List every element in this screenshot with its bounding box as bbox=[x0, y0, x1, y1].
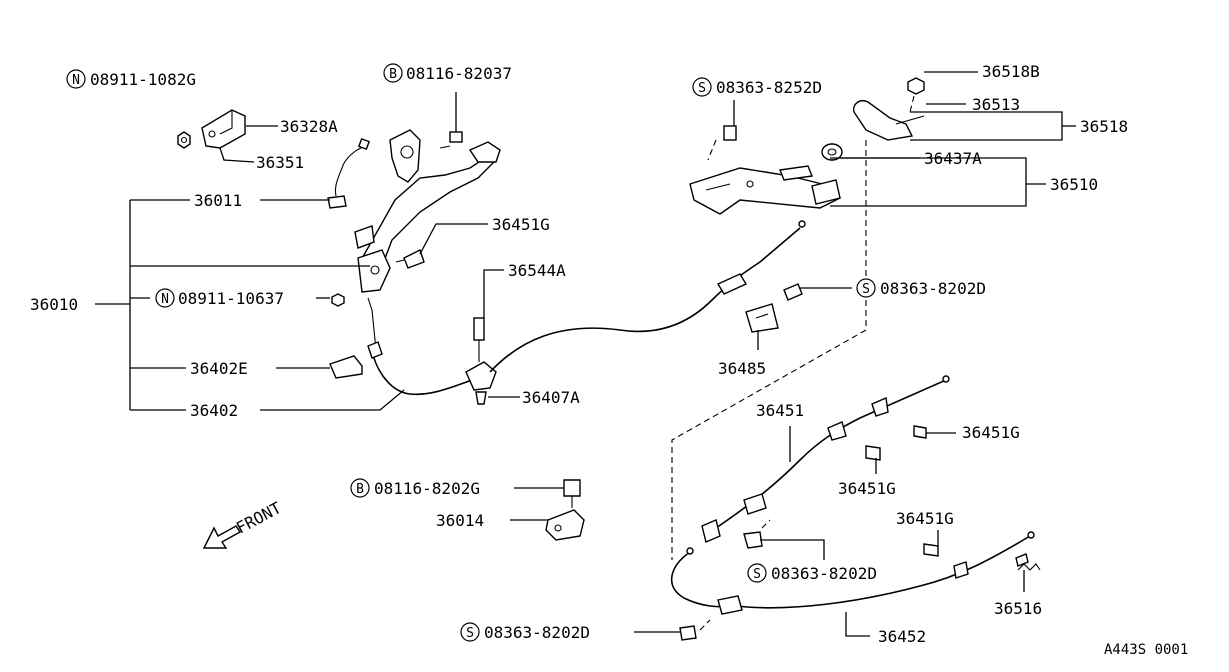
part-label-36516[interactable]: 36516 bbox=[994, 599, 1042, 618]
part-label-36014[interactable]: 36014 bbox=[436, 511, 484, 530]
part-label-36407a[interactable]: 36407A bbox=[522, 388, 580, 407]
bolt-36451g-middle-drawing bbox=[865, 445, 881, 461]
spring-36516-drawing bbox=[1015, 553, 1041, 571]
part-label-s-08363-8202d-upper[interactable]: S 08363-8202D bbox=[856, 278, 986, 298]
part-label-n-08911-10637[interactable]: N 08911-10637 bbox=[155, 288, 284, 308]
nut-10637-drawing bbox=[331, 293, 345, 307]
part-label-36518[interactable]: 36518 bbox=[1080, 117, 1128, 136]
part-label-36485[interactable]: 36485 bbox=[718, 359, 766, 378]
nut-prefix-circle bbox=[155, 288, 175, 308]
part-label-s-08363-8202d-middle[interactable]: S 08363-8202D bbox=[747, 563, 877, 583]
bolt-36451g-right-drawing bbox=[913, 425, 927, 439]
part-number: 08116-8202G bbox=[374, 479, 480, 498]
screw-prefix-circle bbox=[747, 563, 767, 583]
part-label-36513[interactable]: 36513 bbox=[972, 95, 1020, 114]
part-number: 08363-8202D bbox=[484, 623, 590, 642]
part-label-36451g-lower[interactable]: 36451G bbox=[896, 509, 954, 528]
part-number: 08363-8202D bbox=[771, 564, 877, 583]
screw-prefix-circle bbox=[692, 77, 712, 97]
screw-prefix-circle bbox=[460, 622, 480, 642]
part-number: 08116-82037 bbox=[406, 64, 512, 83]
assembly-36510-drawing bbox=[689, 165, 842, 215]
rear-cable-36452-drawing bbox=[670, 531, 1035, 615]
part-number: 08911-1082G bbox=[90, 70, 196, 89]
prefix-letter: S bbox=[698, 81, 706, 96]
part-label-36010[interactable]: 36010 bbox=[30, 295, 78, 314]
part-label-36518b[interactable]: 36518B bbox=[982, 62, 1040, 81]
bolt-8202d-lower-drawing bbox=[679, 619, 711, 641]
part-number: 08911-10637 bbox=[178, 289, 284, 308]
part-label-36011[interactable]: 36011 bbox=[194, 191, 242, 210]
part-label-s-08363-8202d-lower[interactable]: S 08363-8202D bbox=[460, 622, 590, 642]
part-number: 08363-8202D bbox=[880, 279, 986, 298]
part-label-36544a[interactable]: 36544A bbox=[508, 261, 566, 280]
bolt-drawing bbox=[439, 92, 463, 149]
prefix-letter: S bbox=[862, 282, 870, 297]
part-label-b-08116-82037[interactable]: B 08116-82037 bbox=[383, 63, 512, 83]
reference-dashed-lines bbox=[671, 140, 867, 560]
brake-lever-drawing bbox=[354, 129, 501, 351]
part-label-b-08116-8202g[interactable]: B 08116-8202G bbox=[350, 478, 480, 498]
bracket-36485-drawing bbox=[745, 303, 779, 333]
leader-lines bbox=[95, 71, 1076, 637]
part-label-n-08911-1082g[interactable]: N 08911-1082G bbox=[66, 69, 196, 89]
part-label-36451g-right[interactable]: 36451G bbox=[962, 423, 1020, 442]
part-label-36351[interactable]: 36351 bbox=[256, 153, 304, 172]
equalizer-drawing bbox=[465, 317, 497, 405]
switch-36011-drawing bbox=[327, 137, 371, 209]
prefix-letter: B bbox=[389, 67, 397, 82]
part-label-36451[interactable]: 36451 bbox=[756, 401, 804, 420]
bushing-36437a-drawing bbox=[821, 143, 843, 161]
prefix-letter: N bbox=[161, 292, 169, 307]
guide-36402e-drawing bbox=[329, 355, 363, 379]
bolt-prefix-circle bbox=[383, 63, 403, 83]
part-label-36402e[interactable]: 36402E bbox=[190, 359, 248, 378]
nut-prefix-circle bbox=[66, 69, 86, 89]
bolt-36451g-lower-drawing bbox=[923, 543, 939, 557]
front-arrow-icon bbox=[202, 525, 242, 549]
bracket-36328a-drawing bbox=[201, 109, 246, 149]
part-label-36452[interactable]: 36452 bbox=[878, 627, 926, 646]
bracket-36518-drawing bbox=[853, 77, 925, 141]
bolt-prefix-circle bbox=[350, 478, 370, 498]
diagram-id: A443S 0001 bbox=[1104, 642, 1188, 658]
bolt-8202d-middle-drawing bbox=[743, 519, 771, 549]
part-label-36451g-middle[interactable]: 36451G bbox=[838, 479, 896, 498]
bolt-36451g-upper-drawing bbox=[395, 249, 425, 269]
prefix-letter: B bbox=[356, 482, 364, 497]
part-label-36328a[interactable]: 36328A bbox=[280, 117, 338, 136]
prefix-letter: N bbox=[72, 73, 80, 88]
prefix-letter: S bbox=[753, 567, 761, 582]
screw-prefix-circle bbox=[856, 278, 876, 298]
bolt-8252d-drawing bbox=[707, 125, 737, 161]
plate-36014-drawing bbox=[545, 479, 585, 541]
prefix-letter: S bbox=[466, 626, 474, 641]
nut-drawing bbox=[177, 131, 191, 149]
front-label: FRONT bbox=[233, 498, 285, 538]
part-label-36402[interactable]: 36402 bbox=[190, 401, 238, 420]
part-label-36451g-upper[interactable]: 36451G bbox=[492, 215, 550, 234]
part-label-36437a[interactable]: 36437A bbox=[924, 149, 982, 168]
bolt-8202d-upper-drawing bbox=[783, 283, 803, 301]
part-number: 08363-8252D bbox=[716, 78, 822, 97]
part-label-36510[interactable]: 36510 bbox=[1050, 175, 1098, 194]
rear-cable-36451-drawing bbox=[701, 375, 950, 543]
front-cable-drawing bbox=[367, 341, 473, 396]
main-cable-drawing bbox=[489, 220, 806, 373]
part-label-s-08363-8252d[interactable]: S 08363-8252D bbox=[692, 77, 822, 97]
